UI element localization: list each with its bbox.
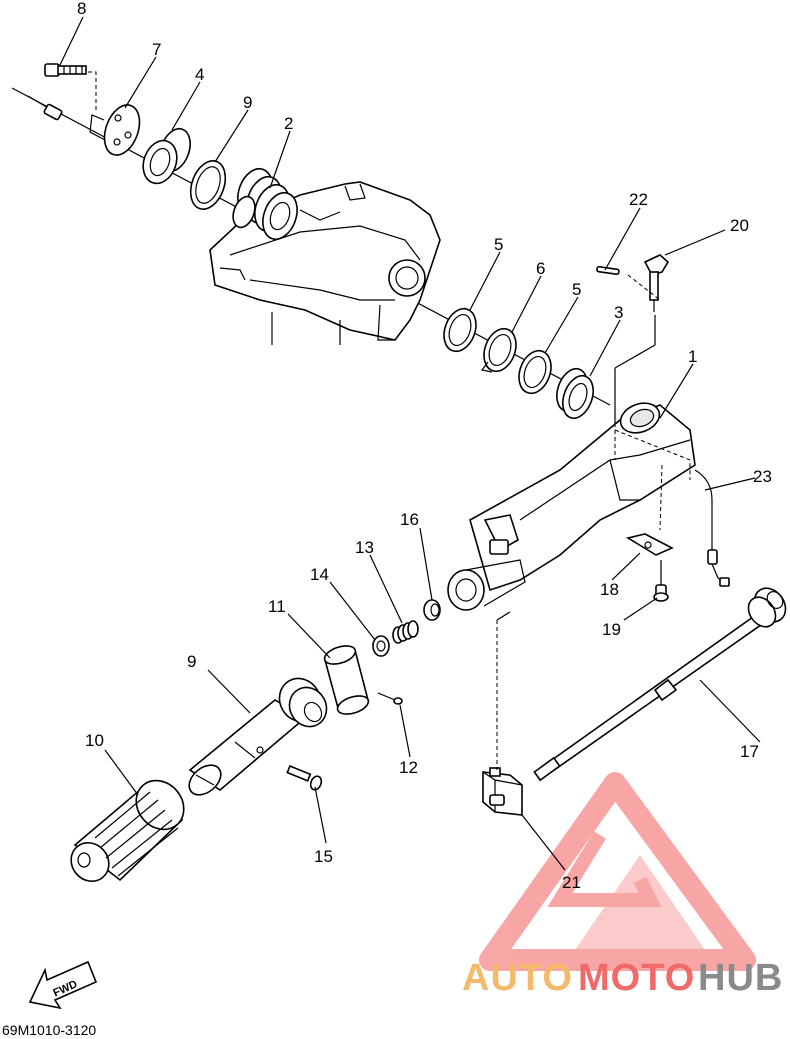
callout-14: 13 xyxy=(355,538,374,557)
callout-24: 23 xyxy=(753,467,772,486)
bushing-17 xyxy=(423,599,441,621)
callout-21: 20 xyxy=(730,216,749,235)
washer-15 xyxy=(372,635,390,657)
callout-16: 15 xyxy=(314,847,333,866)
callout-7: 9 xyxy=(243,93,252,112)
pin-23 xyxy=(596,265,620,276)
watermark-hub: HUB xyxy=(698,957,783,999)
callout-8: 7 xyxy=(152,40,161,59)
fwd-arrow-icon: FWD xyxy=(28,960,98,1010)
tiller-handle-1 xyxy=(447,402,696,611)
callout-23: 22 xyxy=(629,190,648,209)
callout-5a: 5 xyxy=(494,235,503,254)
grommet-4 xyxy=(142,127,191,185)
callout-10: 9 xyxy=(187,652,196,671)
callout-5b: 5 xyxy=(572,280,581,299)
callout-numbers: 8 7 4 9 2 22 20 5 6 5 3 1 23 16 13 14 18… xyxy=(77,0,772,892)
clamp-22 xyxy=(482,767,523,816)
callout-3: 3 xyxy=(614,303,623,322)
callout-9: 8 xyxy=(77,0,86,18)
callout-15: 14 xyxy=(310,565,329,584)
watermark-logo xyxy=(479,772,756,971)
clip-6 xyxy=(480,327,517,373)
plate-19 xyxy=(625,533,674,556)
screw-16 xyxy=(286,765,323,791)
callout-20: 19 xyxy=(602,620,621,639)
callout-13: 12 xyxy=(399,758,418,777)
callout-17: 16 xyxy=(400,510,419,529)
diagram-code: 69M1010-3120 xyxy=(2,1022,96,1038)
callout-1: 1 xyxy=(688,347,697,366)
wire-24 xyxy=(694,469,730,587)
bushing-3 xyxy=(556,367,594,420)
fitting-21 xyxy=(643,254,670,312)
screw-20 xyxy=(653,560,669,602)
bolt-9 xyxy=(44,63,87,77)
callout-11: 10 xyxy=(85,731,104,750)
washer-5b xyxy=(518,349,552,395)
plate-8 xyxy=(89,104,141,156)
callout-12: 11 xyxy=(268,597,286,616)
washer-5a xyxy=(443,307,477,353)
spring-14 xyxy=(392,620,419,644)
callout-6: 6 xyxy=(536,259,545,278)
shaft-18 xyxy=(533,587,787,782)
callout-22: 21 xyxy=(562,873,581,892)
callout-2: 2 xyxy=(284,114,293,133)
throttle-shaft-10 xyxy=(188,677,328,796)
o-ring-7 xyxy=(189,160,227,210)
leader-lines xyxy=(59,16,761,871)
watermark-auto: AUTO xyxy=(462,957,573,999)
callout-18: 17 xyxy=(740,742,759,761)
grip-11 xyxy=(70,779,185,882)
watermark-moto: MOTO xyxy=(578,957,695,999)
callout-4: 4 xyxy=(195,65,204,84)
collar-12 xyxy=(323,645,370,715)
seal-2 xyxy=(232,167,298,241)
callout-19: 18 xyxy=(600,580,619,599)
watermark-text: AUTO MOTO HUB xyxy=(462,957,783,999)
screw-13 xyxy=(377,692,403,705)
